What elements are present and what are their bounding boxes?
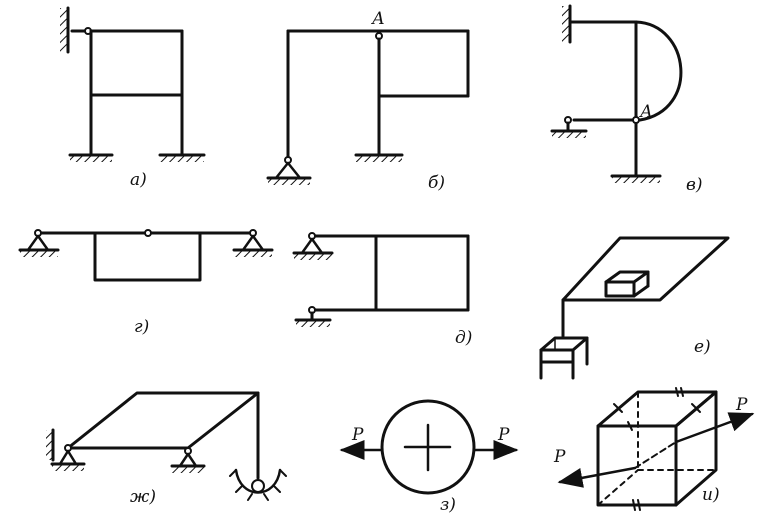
panel-e-label: е) (694, 337, 711, 357)
panel-i-label: и) (702, 485, 720, 505)
force-arrow-left (557, 466, 637, 488)
hinge-icon (144, 229, 152, 237)
fixed-support-icon (160, 155, 204, 162)
panel-v-point-label: А (639, 102, 653, 122)
wall-support-icon (46, 430, 53, 460)
fixed-support-icon (612, 176, 660, 183)
pin-support-icon (300, 237, 324, 255)
pin-support-icon (178, 452, 198, 468)
hinge-icon (632, 116, 640, 124)
fixed-support-icon (296, 320, 330, 327)
panel-i-box (557, 387, 755, 511)
ball-joint-icon (251, 479, 265, 493)
panel-z-label: з) (440, 495, 456, 515)
panel-d-frame (292, 232, 470, 327)
panel-a-frame (60, 6, 206, 162)
panel-z-force-right-label: P (497, 425, 510, 445)
force-arrow-right (674, 412, 755, 444)
pin-support-icon (274, 161, 302, 180)
panel-i-force-left-label: P (553, 447, 566, 467)
fixed-support-icon (356, 155, 402, 162)
panel-zh-frame (46, 391, 287, 501)
panel-v-label: в) (686, 175, 703, 195)
panel-b-point-label: А (371, 9, 385, 29)
panel-b-frame (266, 29, 470, 185)
wall-support-icon (60, 8, 68, 52)
panel-b-label: б) (428, 173, 445, 193)
panel-d-label: д) (455, 328, 472, 348)
panel-i-force-right-label: P (735, 395, 748, 415)
panel-z-disk (339, 399, 519, 495)
panel-v-frame (550, 4, 683, 183)
panel-zh-label: ж) (130, 487, 156, 507)
pin-support-icon (58, 449, 78, 466)
panel-e-frame (539, 236, 730, 380)
fixed-support-icon (70, 155, 112, 162)
panel-g-label: г) (134, 317, 149, 337)
panel-g-frame (18, 229, 274, 282)
wall-support-icon (562, 6, 570, 42)
pin-support-icon (26, 234, 50, 252)
fixed-support-icon (552, 131, 586, 138)
panel-a-label: а) (130, 170, 147, 190)
panel-z-force-left-label: P (351, 425, 364, 445)
pin-support-icon (241, 234, 265, 252)
